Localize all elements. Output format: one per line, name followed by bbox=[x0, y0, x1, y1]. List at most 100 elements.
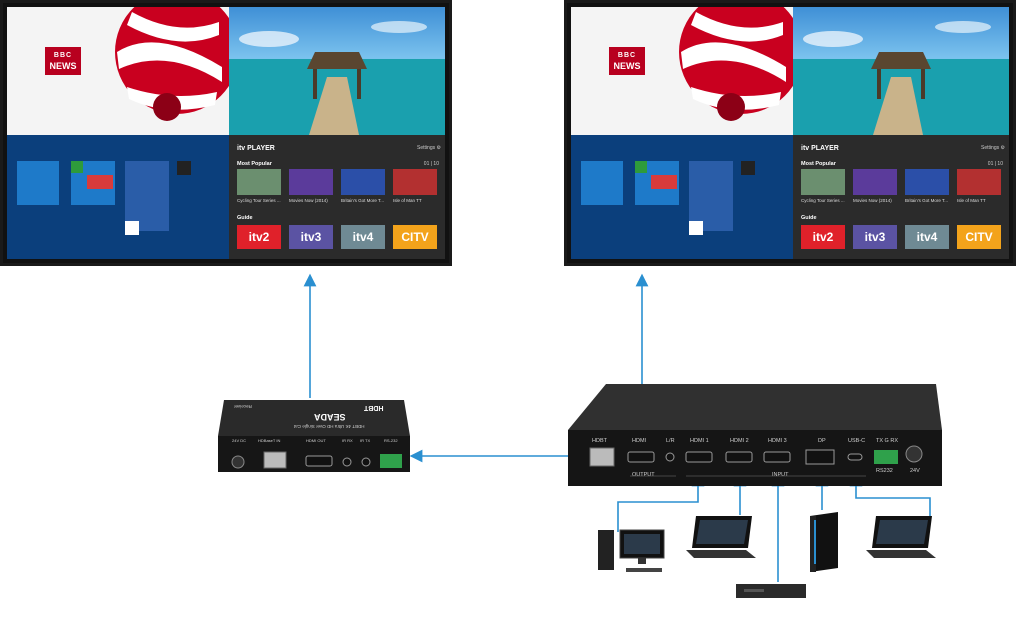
port-label-usbc: USB-C bbox=[848, 438, 866, 444]
line-pc-to-hdmi1 bbox=[617, 473, 705, 532]
ir-rx-port bbox=[342, 457, 352, 467]
caption-1: Cycling Tour Series ... bbox=[237, 198, 281, 203]
tile-group-1 bbox=[17, 161, 59, 205]
bbc-logo-top: BBC bbox=[53, 52, 73, 59]
page-indicator-2: 01 | 10 bbox=[987, 161, 1003, 167]
tile-group-3b bbox=[689, 161, 733, 231]
port-label-hdmi2: HDMI 2 bbox=[730, 438, 749, 444]
thumb-movies bbox=[289, 169, 333, 195]
bbc-news-logo-2: BBC NEWS bbox=[609, 47, 645, 75]
tile-group-1b bbox=[581, 161, 623, 205]
hdmi2-port bbox=[725, 451, 753, 463]
bbc-news-quadrant-2: BBC NEWS bbox=[571, 7, 793, 135]
hdmi1-port bbox=[685, 451, 713, 463]
channel-citv: CITV bbox=[393, 225, 437, 249]
port-label-lr: L/R bbox=[666, 438, 675, 444]
power-port bbox=[231, 455, 245, 469]
group-label-input: INPUT bbox=[772, 472, 789, 478]
hdbt-port bbox=[589, 447, 615, 467]
tile-group-3 bbox=[125, 161, 169, 231]
tile-amazon-b bbox=[689, 221, 703, 235]
beach-pier-quadrant bbox=[229, 7, 445, 135]
itv-player-quadrant-2: itv PLAYER Settings ⚙ Most Popular 01 | … bbox=[793, 135, 1009, 259]
thumb-movies-2 bbox=[853, 169, 897, 195]
channel-itv3-b: itv3 bbox=[853, 225, 897, 249]
line-laptop-to-usbc bbox=[849, 473, 931, 518]
receiver-port-label-6: RS-232 bbox=[384, 438, 398, 443]
hdmi-out-port bbox=[627, 451, 655, 463]
tower-pc-icon bbox=[810, 512, 838, 572]
caption-4b: Isle of Man TT bbox=[957, 198, 986, 203]
rs232-label: RS232 bbox=[876, 468, 893, 474]
itv-player-logo: itv PLAYER bbox=[237, 145, 275, 152]
group-label-output: OUTPUT bbox=[632, 472, 655, 478]
hdmi-out-port bbox=[305, 455, 333, 467]
caption-3b: Britain's Got More T... bbox=[905, 198, 949, 203]
display-left: BBC NEWS bbox=[0, 0, 452, 266]
channel-itv4-b: itv4 bbox=[905, 225, 949, 249]
receiver-ports bbox=[231, 451, 402, 469]
port-label-dp: DP bbox=[818, 438, 826, 444]
tile-red bbox=[87, 175, 113, 189]
thumb-bgt-2 bbox=[905, 169, 949, 195]
rj45-port bbox=[263, 451, 287, 469]
power-label: 24V bbox=[910, 468, 920, 474]
pier-image-2 bbox=[793, 21, 1009, 135]
receiver-port-label-3: HDMI OUT bbox=[306, 438, 326, 443]
port-label-hdbt: HDBT bbox=[592, 438, 607, 444]
hdmi3-port bbox=[763, 451, 791, 463]
usbc-port bbox=[847, 453, 863, 461]
channel-itv2-b: itv2 bbox=[801, 225, 845, 249]
power-port bbox=[905, 445, 923, 463]
caption-4: Isle of Man TT bbox=[393, 198, 422, 203]
itv-player-quadrant: itv PLAYER Settings ⚙ Most Popular 01 | … bbox=[229, 135, 445, 259]
bbc-logo-bottom: NEWS bbox=[49, 61, 77, 71]
caption-2b: Movies Now (2014) bbox=[853, 198, 892, 203]
windows-start-quadrant-2 bbox=[571, 135, 793, 259]
matrix-switcher: HDBT HDMI L/R HDMI 1 HDMI 2 HDMI 3 DP US… bbox=[566, 382, 946, 490]
most-popular-heading-2: Most Popular bbox=[801, 161, 836, 167]
dp-port bbox=[805, 449, 835, 465]
page-indicator: 01 | 10 bbox=[423, 161, 439, 167]
bbc-logo-bottom-2: NEWS bbox=[613, 61, 641, 71]
receiver-port-label-5: IR TX bbox=[360, 438, 371, 443]
tile-green-b bbox=[635, 161, 647, 173]
windows-start-quadrant bbox=[7, 135, 229, 259]
thumb-cycling bbox=[237, 169, 281, 195]
display-left-screen: BBC NEWS bbox=[7, 7, 445, 259]
receiver-port-label-2: HDBaseT IN bbox=[258, 438, 281, 443]
thumb-bgt bbox=[341, 169, 385, 195]
hdbt-receiver: HDBT SEADA HDBT 4K Ultra HD Over Single … bbox=[214, 396, 410, 476]
itv-settings: Settings ⚙ bbox=[417, 145, 441, 151]
tile-dark bbox=[177, 161, 191, 175]
tile-red-b bbox=[651, 175, 677, 189]
beach-pier-quadrant-2 bbox=[793, 7, 1009, 135]
display-right-screen: BBC NEWS bbox=[571, 7, 1009, 259]
tile-dark-b bbox=[741, 161, 755, 175]
caption-2: Movies Now (2014) bbox=[289, 198, 328, 203]
tile-green bbox=[71, 161, 83, 173]
laptop-icon-1 bbox=[686, 516, 756, 558]
laptop-icon-2 bbox=[866, 516, 936, 558]
channel-citv-b: CITV bbox=[957, 225, 1001, 249]
bbc-logo-top-2: BBC bbox=[617, 52, 637, 59]
bbc-news-logo: BBC NEWS bbox=[45, 47, 81, 75]
desktop-pc-icon bbox=[598, 529, 665, 572]
switcher-ports bbox=[589, 445, 923, 477]
display-right: BBC NEWS bbox=[564, 0, 1016, 266]
thumb-tt bbox=[393, 169, 437, 195]
channel-itv3: itv3 bbox=[289, 225, 333, 249]
lr-audio-port bbox=[665, 452, 675, 462]
port-label-rs232-pins: TX G RX bbox=[876, 438, 899, 444]
rs232-terminal bbox=[380, 454, 402, 468]
bbc-news-quadrant: BBC NEWS bbox=[7, 7, 229, 135]
blu-ray-player-icon bbox=[736, 584, 806, 598]
tile-amazon bbox=[125, 221, 139, 235]
thumb-tt-2 bbox=[957, 169, 1001, 195]
most-popular-heading: Most Popular bbox=[237, 161, 272, 167]
port-label-hdmi1: HDMI 1 bbox=[690, 438, 709, 444]
bbc-globe-graphic-2 bbox=[679, 7, 793, 121]
rs232-terminal bbox=[874, 450, 898, 464]
